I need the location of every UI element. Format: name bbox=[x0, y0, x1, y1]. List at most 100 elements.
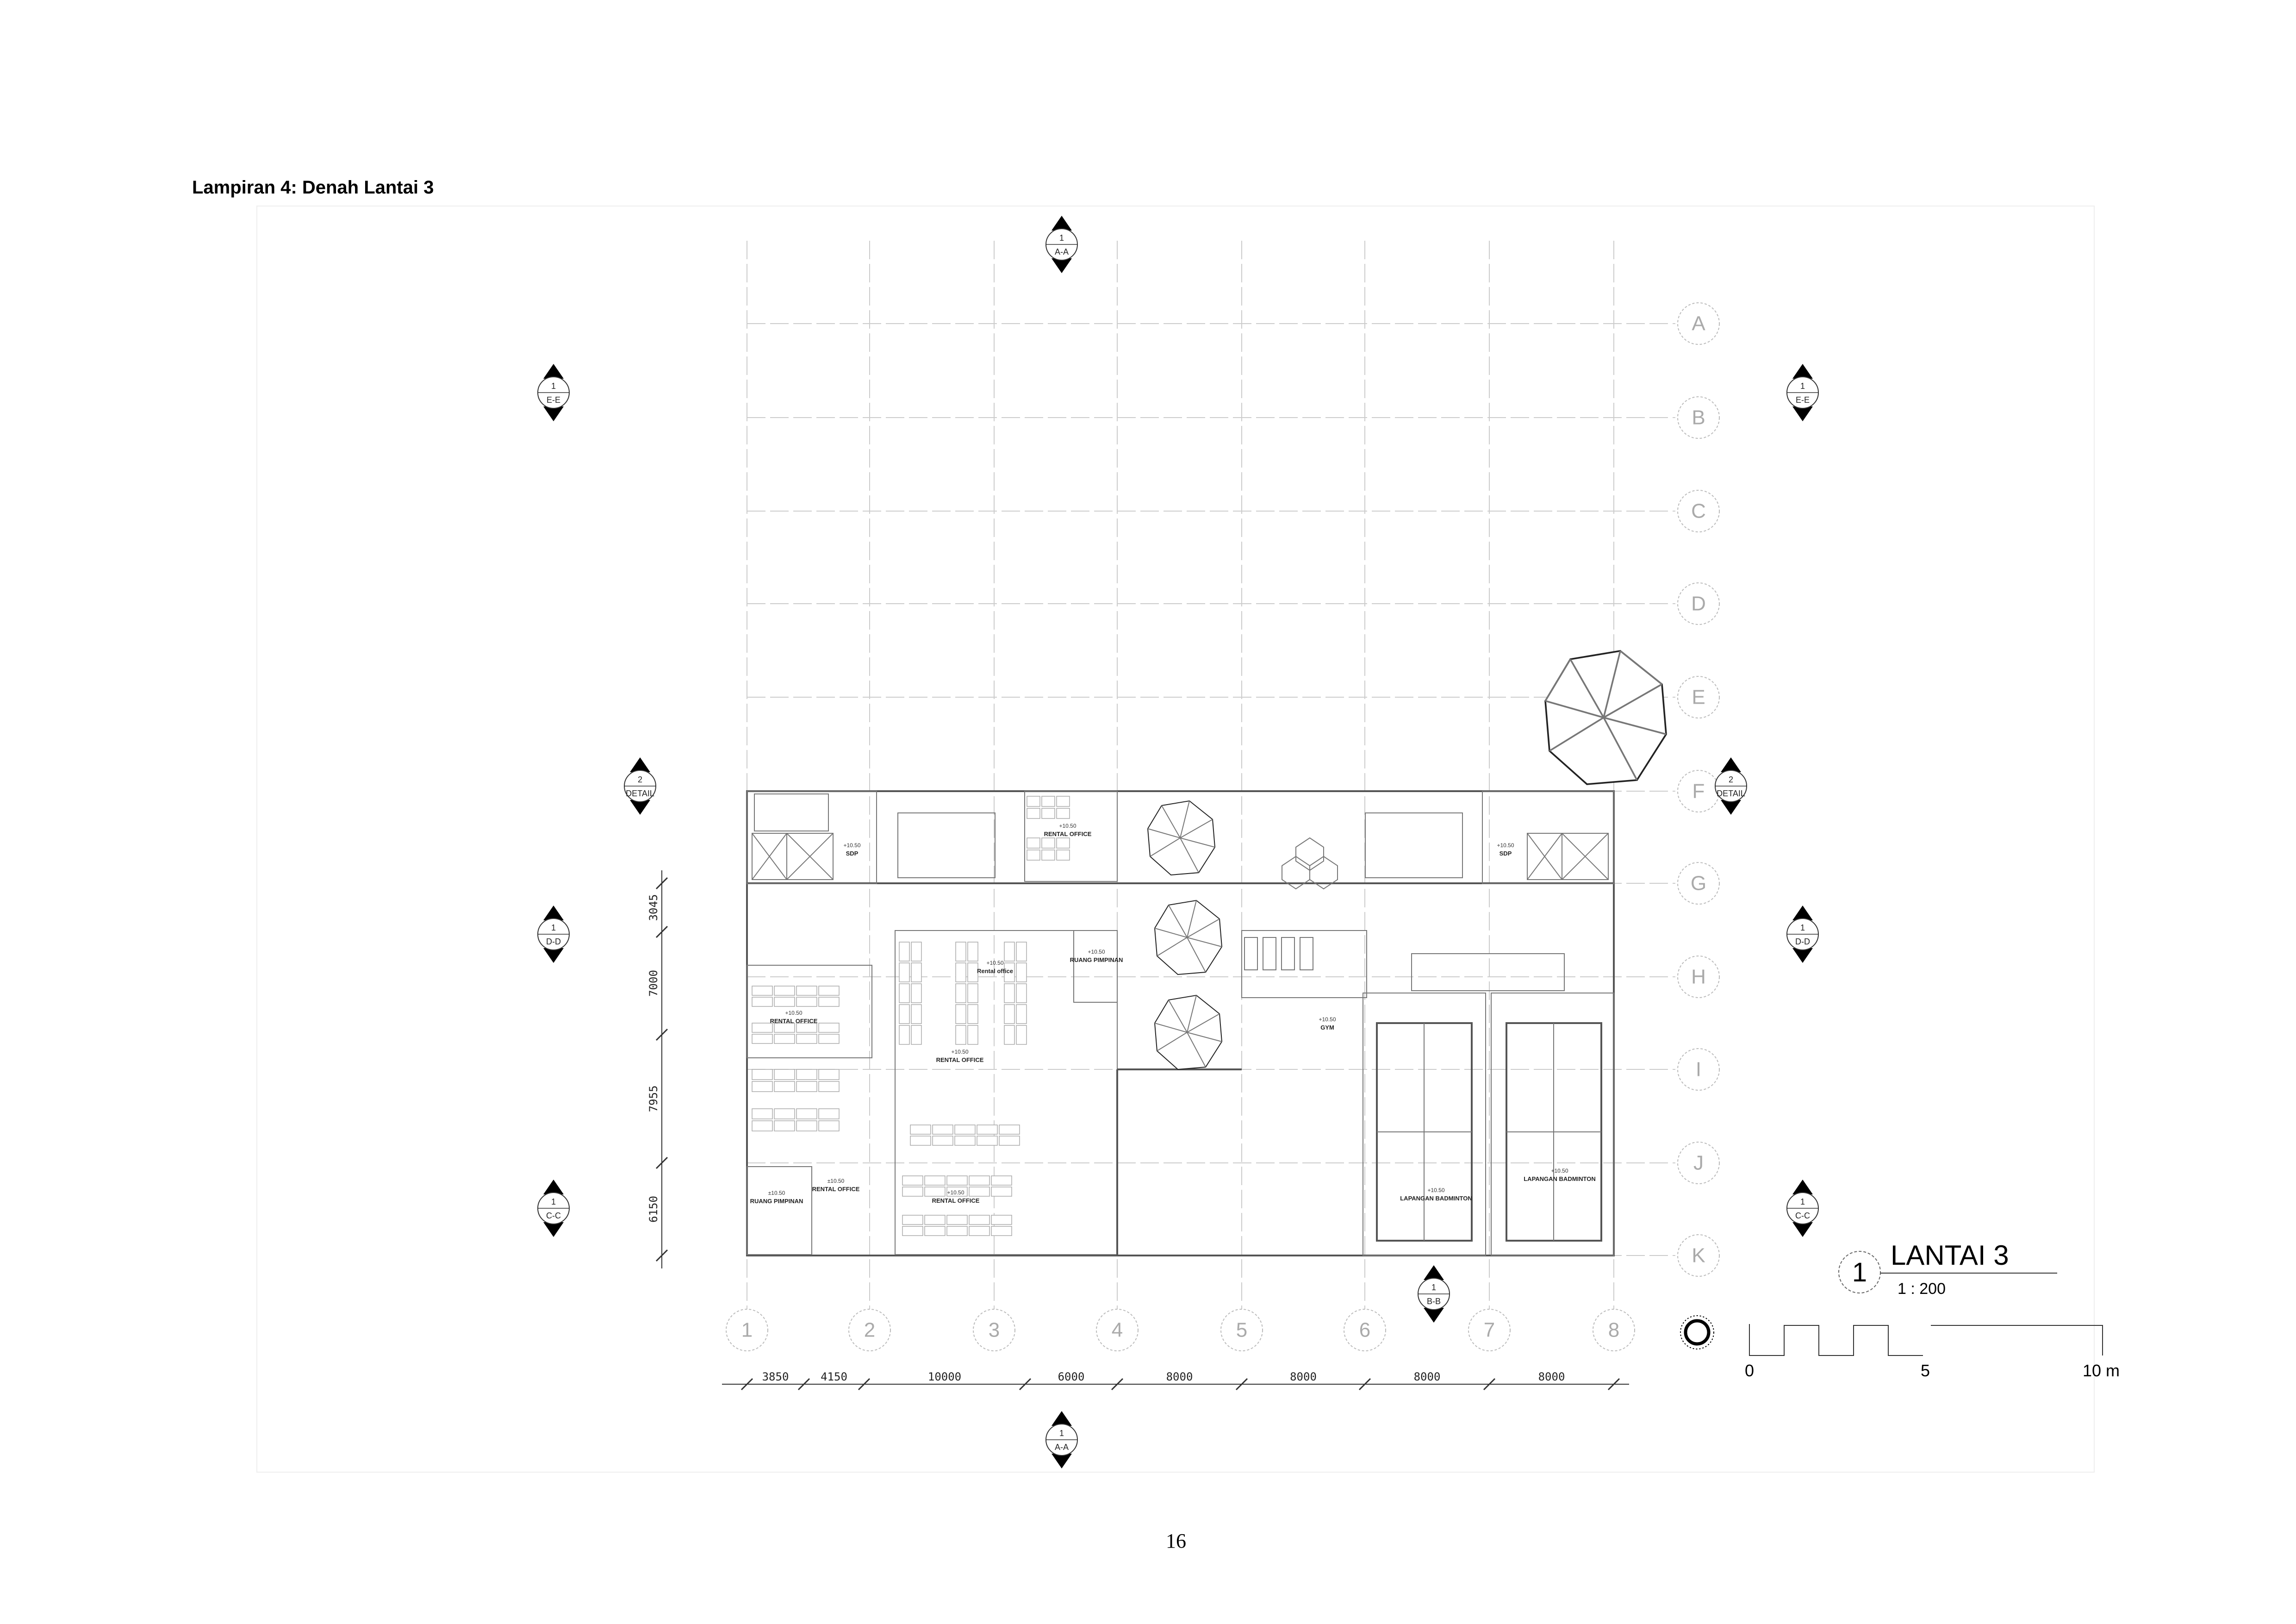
grid-bubble bbox=[1677, 1048, 1720, 1091]
view-name: LANTAI 3 bbox=[1891, 1240, 2009, 1271]
workstation bbox=[911, 1025, 922, 1045]
workstation bbox=[1041, 849, 1055, 861]
room-elevation: ±10.50 bbox=[768, 1190, 785, 1196]
dimension-tick bbox=[1019, 1378, 1032, 1391]
workstation bbox=[774, 1069, 795, 1080]
grid-label-column: 6 bbox=[1359, 1319, 1370, 1342]
grid-bubble bbox=[1677, 1142, 1720, 1184]
workstation bbox=[946, 1215, 968, 1225]
workstation bbox=[1004, 962, 1015, 982]
workstation bbox=[967, 983, 978, 1003]
workstation bbox=[911, 1004, 922, 1024]
grid-label-column: 2 bbox=[864, 1319, 875, 1342]
grid-bubble bbox=[1677, 582, 1720, 625]
section-reference: D-D bbox=[546, 937, 561, 946]
grid-label-column: 7 bbox=[1484, 1319, 1495, 1342]
section-arrow-icon bbox=[1792, 1180, 1813, 1194]
section-arrow-icon bbox=[1792, 364, 1813, 379]
workstation bbox=[969, 1187, 990, 1197]
workstation bbox=[752, 997, 773, 1007]
section-number: 1 bbox=[1431, 1283, 1436, 1292]
workstation bbox=[924, 1187, 946, 1197]
grid-label-row: I bbox=[1696, 1058, 1701, 1081]
workstation bbox=[924, 1175, 946, 1186]
workstation bbox=[774, 1023, 795, 1033]
section-arrow-icon bbox=[543, 948, 564, 963]
section-arrow-icon bbox=[630, 800, 650, 815]
section-arrow-icon bbox=[1424, 1308, 1444, 1323]
grid-label-row: D bbox=[1691, 593, 1706, 615]
workstation bbox=[946, 1226, 968, 1236]
grid-label-column: 5 bbox=[1236, 1319, 1247, 1342]
workstation bbox=[774, 986, 795, 996]
room-name: LAPANGAN BADMINTON bbox=[1524, 1175, 1596, 1182]
scale-bar: 0 5 10 m bbox=[1745, 1324, 2120, 1380]
room-name: RUANG PIMPINAN bbox=[750, 1198, 803, 1205]
workstation bbox=[752, 1081, 773, 1092]
workstation bbox=[818, 1069, 840, 1080]
workstation bbox=[1016, 942, 1027, 962]
workstation bbox=[967, 962, 978, 982]
grid-label-row: E bbox=[1692, 686, 1705, 709]
workstation bbox=[1004, 942, 1015, 962]
workstations bbox=[752, 796, 1070, 1236]
grid-bubble bbox=[1677, 862, 1720, 905]
dimension-value: 6150 bbox=[647, 1196, 660, 1223]
grid-label-row: K bbox=[1692, 1244, 1705, 1267]
workstation bbox=[977, 1124, 998, 1135]
room-name: SDP bbox=[846, 850, 859, 857]
workstation bbox=[955, 942, 966, 962]
workstation bbox=[774, 1120, 795, 1131]
section-arrow-icon bbox=[630, 757, 650, 772]
grid-bubble bbox=[1344, 1309, 1386, 1351]
grid-bubble bbox=[1677, 490, 1720, 532]
grid-bubble bbox=[848, 1309, 891, 1351]
dimension-value: 10000 bbox=[928, 1370, 961, 1383]
grid-bubble bbox=[726, 1309, 768, 1351]
dimension-value: 8000 bbox=[1414, 1370, 1441, 1383]
workstation bbox=[1027, 837, 1040, 849]
workstation bbox=[955, 1004, 966, 1024]
workstation bbox=[752, 1069, 773, 1080]
room-elevation: +10.50 bbox=[947, 1189, 964, 1196]
workstation bbox=[1016, 983, 1027, 1003]
workstation bbox=[969, 1175, 990, 1186]
section-number: 2 bbox=[638, 775, 642, 784]
room-elevation: +10.50 bbox=[1059, 823, 1076, 829]
grid-label-row: C bbox=[1691, 500, 1706, 523]
workstation bbox=[902, 1175, 923, 1186]
workstation bbox=[991, 1175, 1012, 1186]
dimension-value: 8000 bbox=[1290, 1370, 1317, 1383]
workstation bbox=[999, 1136, 1020, 1146]
dimension-tick bbox=[655, 1156, 668, 1169]
room-elevation: +10.50 bbox=[1088, 949, 1105, 955]
workstation bbox=[1016, 962, 1027, 982]
dimension-value: 3045 bbox=[647, 894, 660, 921]
room-name: SDP bbox=[1500, 850, 1512, 857]
section-arrow-icon bbox=[1052, 1411, 1072, 1426]
room-name: LAPANGAN BADMINTON bbox=[1400, 1195, 1472, 1202]
workstation bbox=[902, 1215, 923, 1225]
section-reference: C-C bbox=[1795, 1211, 1810, 1220]
dimension-tick bbox=[1607, 1378, 1620, 1391]
sheet-frame bbox=[256, 206, 2095, 1473]
workstation bbox=[910, 1136, 931, 1146]
room-elevation: +10.50 bbox=[1497, 842, 1514, 849]
section-reference: DETAIL bbox=[1717, 789, 1745, 798]
dimension-tick bbox=[655, 925, 668, 938]
room-name: RENTAL OFFICE bbox=[1044, 831, 1092, 837]
grid-label-row: F bbox=[1692, 780, 1705, 803]
workstation bbox=[999, 1124, 1020, 1135]
grid-bubble bbox=[1677, 956, 1720, 998]
workstation bbox=[1016, 1025, 1027, 1045]
section-arrow-icon bbox=[1721, 757, 1741, 772]
workstation bbox=[946, 1175, 968, 1186]
workstation bbox=[752, 1034, 773, 1044]
dimension-tick bbox=[655, 877, 668, 890]
grid-label-row: B bbox=[1692, 406, 1705, 429]
workstation bbox=[991, 1215, 1012, 1225]
section-reference: A-A bbox=[1055, 1443, 1069, 1452]
